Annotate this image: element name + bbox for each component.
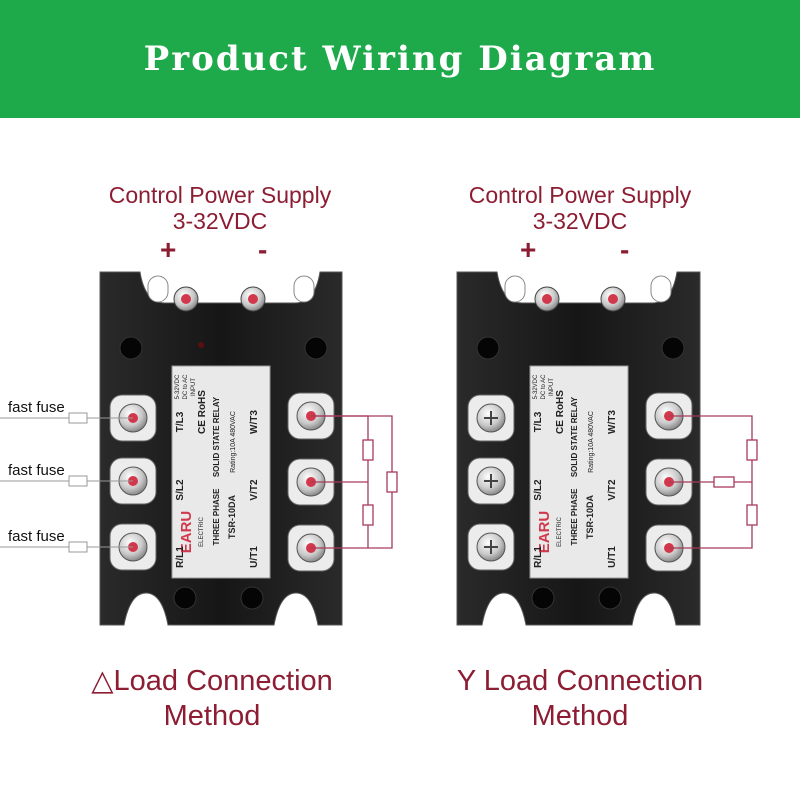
- load-resistor: [746, 439, 758, 461]
- fuse-symbol: [68, 412, 88, 424]
- right-mount-hole: [476, 336, 500, 360]
- right-type-line: THREE PHASE: [570, 488, 579, 546]
- right-slot-top-right: [650, 275, 672, 303]
- left-relay: EARU ELECTRIC THREE PHASE SOLID STATE RE…: [99, 271, 343, 626]
- right-plus-label: +: [520, 234, 537, 265]
- left-type-line: SOLID STATE RELAY: [212, 396, 221, 477]
- left-mount-hole: [304, 336, 328, 360]
- left-terminal-label: S/L2: [533, 479, 544, 501]
- right-terminal-label: W/T3: [607, 410, 618, 434]
- left-plus-label: +: [160, 234, 177, 265]
- right-input-label: INPUT: [549, 378, 555, 396]
- left-led: [198, 342, 204, 348]
- right-method-caption: Y Load Connection Method: [420, 664, 740, 734]
- right-terminal-label: V/T2: [607, 479, 618, 501]
- right-input-minus-screw: [600, 286, 626, 312]
- fast-fuse-label-1: fast fuse: [8, 399, 65, 416]
- right-brand-sub: ELECTRIC: [557, 516, 563, 546]
- left-input-label: INPUT: [191, 378, 197, 396]
- right-input-range: 5-32VDC: [533, 374, 539, 399]
- left-mount-hole: [240, 586, 264, 610]
- left-terminal-label: R/L1: [175, 546, 186, 568]
- fuse-symbol: [68, 475, 88, 487]
- left-input-type: DC to AC: [183, 374, 189, 400]
- left-terminal-label: T/L3: [533, 411, 544, 432]
- load-resistor: [713, 476, 735, 488]
- left-method-sub: Method: [163, 700, 261, 732]
- left-mount-hole: [173, 586, 197, 610]
- left-slot-top-left: [147, 275, 169, 303]
- delta-load-wiring: [311, 415, 398, 549]
- left-model: TSR-10DA: [227, 495, 237, 540]
- left-supply-title: Control Power Supply: [108, 182, 332, 208]
- left-label-plate: [171, 365, 271, 579]
- left-brand-sub: ELECTRIC: [199, 516, 205, 546]
- right-brand: EARU: [536, 511, 553, 554]
- right-ce-rohs: CE RoHS: [555, 390, 566, 434]
- right-input-plus-screw: [534, 286, 560, 312]
- right-mount-hole: [531, 586, 555, 610]
- right-terminal-screw-sl2: [467, 457, 515, 505]
- left-input-plus-screw: [173, 286, 199, 312]
- left-input-minus-screw: [240, 286, 266, 312]
- right-mount-hole: [598, 586, 622, 610]
- right-slot-top-left: [504, 275, 526, 303]
- load-resistor: [746, 504, 758, 526]
- left-mount-hole: [119, 336, 143, 360]
- left-ce-rohs: CE RoHS: [197, 390, 208, 434]
- right-terminal-label: U/T1: [249, 546, 260, 568]
- load-resistor: [362, 504, 374, 526]
- right-terminal-label: U/T1: [607, 546, 618, 568]
- left-terminal-label: T/L3: [175, 411, 186, 432]
- right-minus-label: -: [620, 234, 630, 265]
- left-fuse-wiring: [0, 412, 133, 553]
- fast-fuse-label-2: fast fuse: [8, 462, 65, 479]
- right-method-sub: Method: [531, 700, 629, 732]
- left-brand: EARU: [178, 511, 195, 554]
- fast-fuse-label-3: fast fuse: [8, 528, 65, 545]
- right-terminal-label: W/T3: [249, 410, 260, 434]
- right-terminal-label: V/T2: [249, 479, 260, 501]
- right-type-line: SOLID STATE RELAY: [570, 396, 579, 477]
- right-supply-caption: Control Power Supply 3-32VDC: [455, 182, 705, 234]
- right-label-plate: [529, 365, 629, 579]
- left-input-range: 5-32VDC: [175, 374, 181, 399]
- header-banner: Product Wiring Diagram: [0, 0, 800, 118]
- left-method-caption: △Load Connection Method: [52, 664, 372, 734]
- load-resistor: [386, 471, 398, 493]
- left-method-title: △Load Connection: [91, 665, 333, 697]
- right-terminal-screw-rl1: [467, 523, 515, 571]
- right-input-type: DC to AC: [541, 374, 547, 400]
- right-terminal-screw-tl3: [467, 394, 515, 442]
- right-relay: EARU ELECTRIC THREE PHASE SOLID STATE RE…: [456, 271, 701, 626]
- left-terminal-label: R/L1: [533, 546, 544, 568]
- y-load-wiring: [669, 415, 758, 549]
- left-minus-label: -: [258, 234, 268, 265]
- right-supply-title: Control Power Supply: [468, 182, 692, 208]
- load-resistor: [362, 439, 374, 461]
- right-rating: Rating:10A 480VAC: [588, 411, 595, 473]
- right-mount-hole: [661, 336, 685, 360]
- fuse-symbol: [68, 541, 88, 553]
- page-title: Product Wiring Diagram: [143, 39, 657, 79]
- left-type-line: THREE PHASE: [212, 488, 221, 546]
- right-supply-voltage: 3-32VDC: [532, 208, 628, 234]
- left-rating: Rating:10A 480VAC: [230, 411, 237, 473]
- left-supply-voltage: 3-32VDC: [172, 208, 268, 234]
- right-model: TSR-10DA: [585, 495, 595, 540]
- right-method-title: Y Load Connection: [456, 665, 704, 697]
- left-terminal-label: S/L2: [175, 479, 186, 501]
- left-supply-caption: Control Power Supply 3-32VDC: [95, 182, 345, 234]
- left-slot-top-right: [293, 275, 315, 303]
